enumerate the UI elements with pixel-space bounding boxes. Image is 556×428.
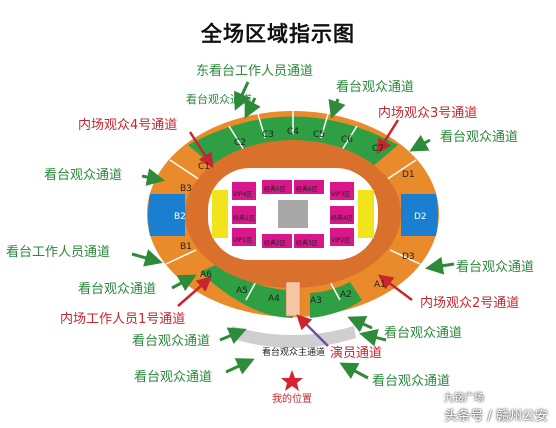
label-stand-top-left: 看台观众通道 — [186, 93, 252, 106]
label-my-position: 我的位置 — [272, 394, 312, 405]
page-title: 全场区域指示图 — [201, 22, 355, 46]
inner-jd3: 经典3区 — [296, 240, 318, 247]
inner-jd2: 经典2区 — [264, 240, 286, 247]
zone-a6: A6 — [200, 270, 212, 280]
zone-c3: C3 — [262, 130, 275, 140]
label-inner3: 内场观众3号通道 — [378, 106, 478, 121]
inner-arrows — [177, 119, 413, 307]
label-stand-right-mid: 看台观众通道 — [456, 260, 535, 275]
inner-jd1: 经典1区 — [233, 215, 255, 222]
zone-c4: C4 — [287, 127, 300, 137]
zone-a4: A4 — [268, 294, 280, 304]
inner-seating — [212, 180, 374, 248]
zone-b2: B2 — [174, 212, 186, 222]
blue-stand-right — [401, 194, 438, 236]
label-main-aisle: 看台观众主通道 — [262, 348, 326, 358]
zone-d1: D1 — [402, 170, 415, 180]
zone-c7: C7 — [372, 144, 385, 154]
label-stand-top-right: 看台观众通道 — [336, 80, 415, 95]
zone-b1: B1 — [180, 242, 192, 252]
label-inner4: 内场观众4号通道 — [78, 118, 178, 133]
inner-vip1: VIP1区 — [233, 237, 253, 244]
watermark: 头条号 / 赣州公安 — [444, 409, 548, 424]
green-stand-bottom — [200, 262, 293, 318]
inner-vip2: VIP2区 — [331, 237, 351, 244]
label-stand-right-upper: 看台观众通道 — [440, 130, 519, 145]
inner-jd4: 经典4区 — [331, 215, 353, 222]
inner-vip4: VIP4区 — [233, 191, 253, 198]
label-stand-left-upper: 看台观众通道 — [44, 168, 123, 183]
label-stand-left-mid: 看台观众通道 — [78, 282, 157, 297]
zone-a2: A2 — [340, 290, 352, 300]
aisle-arrows — [131, 81, 455, 380]
inner-vip3: VIP3区 — [331, 191, 351, 198]
label-stand-right-low: 看台观众通道 — [384, 326, 463, 341]
zone-a1: A1 — [374, 280, 386, 290]
label-stand-bottom-right: 看台观众通道 — [372, 374, 451, 389]
watermark-logo: 九铭广场 — [444, 393, 484, 404]
zone-c1: C1 — [198, 162, 211, 172]
my-position-star-icon — [281, 370, 303, 391]
label-stand-bottom-left: 看台观众通道 — [134, 370, 213, 385]
green-stand-bottom-right — [310, 282, 362, 318]
zone-a5: A5 — [236, 286, 248, 296]
label-east-staff: 东看台工作人员通道 — [196, 64, 314, 79]
zone-c5: C5 — [313, 130, 326, 140]
main-passage — [285, 281, 301, 317]
label-inner2: 内场观众2号通道 — [420, 296, 520, 311]
inner-jd6: 经典6区 — [296, 186, 318, 193]
zone-d3: D3 — [402, 252, 415, 262]
inner-jd5: 经典5区 — [264, 186, 286, 193]
zone-d2: D2 — [414, 212, 427, 222]
label-stand-staff: 看台工作人员通道 — [6, 245, 111, 260]
zone-c2: C2 — [234, 138, 247, 148]
label-stand-left-low: 看台观众通道 — [132, 334, 211, 349]
bottom-aisle — [230, 326, 356, 348]
label-inner-staff1: 内场工作人员1号通道 — [60, 312, 186, 327]
blue-stand-left — [148, 194, 185, 236]
zone-a3: A3 — [310, 296, 322, 306]
performer-arrow — [296, 314, 329, 347]
label-performer: 演员通道 — [330, 346, 383, 361]
zone-b3: B3 — [180, 184, 192, 194]
zone-c6: C6 — [341, 135, 354, 145]
